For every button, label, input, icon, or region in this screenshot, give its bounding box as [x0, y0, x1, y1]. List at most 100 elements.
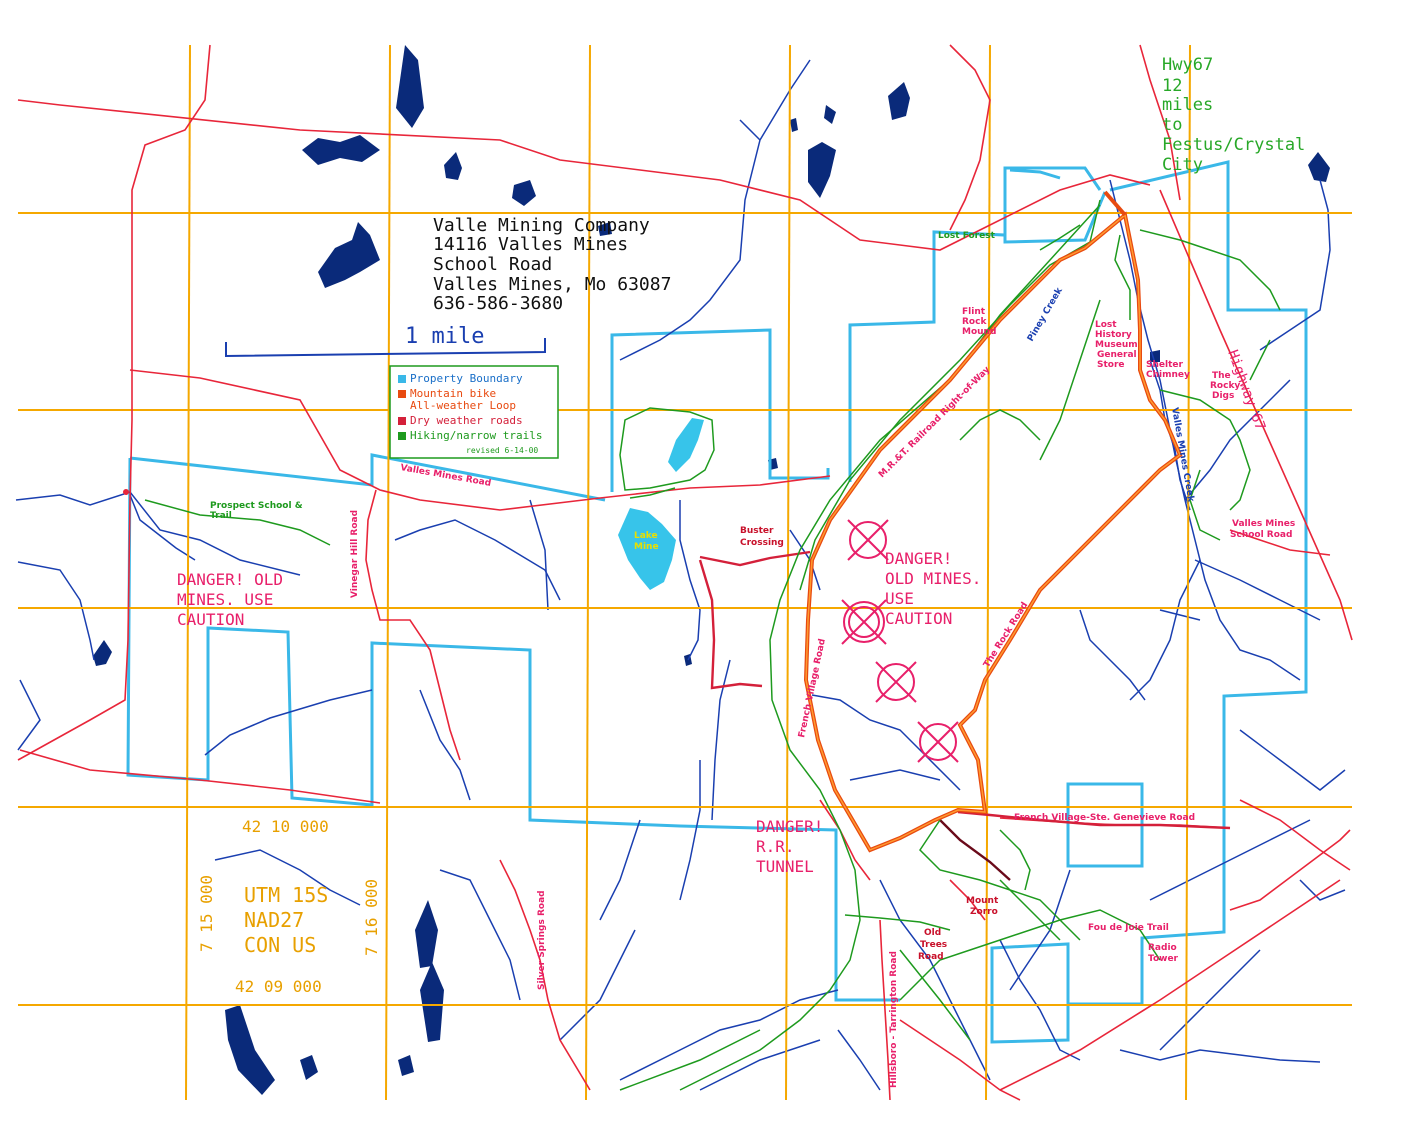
legend: Property Boundary Mountain bike All-weat…: [389, 365, 559, 459]
warning-center-1: DANGER!: [885, 549, 952, 568]
legend-label-trail: Hiking/narrow trails: [410, 429, 542, 442]
hwy-line-1: Hwy67: [1162, 55, 1213, 75]
scale-bar: 1 mile: [225, 324, 546, 358]
warning-center-2: OLD MINES.: [885, 569, 981, 588]
legend-label-bike: Mountain bike: [410, 387, 496, 400]
lakes: [618, 418, 704, 590]
label-zorro-2: Zorro: [970, 907, 998, 917]
hiking-trails: [144, 204, 1281, 1091]
label-buster: Buster: [740, 526, 774, 536]
mine-marker-3: [875, 661, 917, 703]
label-silver-springs: Silver Springs Road: [537, 890, 547, 990]
warning-tunnel-3: TUNNEL: [756, 857, 814, 876]
warning-west: DANGER! OLD MINES. USE CAUTION: [177, 570, 283, 629]
company-address-1: 14116 Valles Mines: [433, 234, 628, 255]
company-name: Valle Mining Company: [433, 215, 650, 236]
legend-label-bike-2: All-weather Loop: [410, 399, 516, 412]
warning-center-4: CAUTION: [885, 609, 952, 628]
label-flint-2: Rock: [962, 317, 987, 327]
warning-tunnel: DANGER! R.R. TUNNEL: [756, 817, 823, 876]
warning-west-2: MINES. USE: [177, 590, 273, 609]
mine-hazard-markers: [841, 519, 959, 763]
utm-block: 42 10 000 42 09 000 7 15 000 7 16 000 UT…: [197, 817, 381, 996]
label-prospect-2: Trail: [210, 511, 232, 521]
label-shelter-2: Chimney: [1146, 370, 1190, 380]
label-rocky-1: The: [1212, 371, 1231, 381]
label-railroad: M.R.&T. Railroad Right-of-Way: [877, 365, 992, 480]
mine-marker-4: [917, 721, 959, 763]
legend-swatch-bike: [398, 390, 406, 398]
label-french-village: French Village Road: [797, 638, 828, 739]
warning-center-3: USE: [885, 589, 914, 608]
hwy-line-5: Festus/Crystal: [1162, 135, 1305, 155]
legend-swatch-property: [398, 375, 406, 383]
dry-weather-roads: [698, 550, 1231, 881]
scale-label: 1 mile: [405, 324, 484, 349]
label-oldtrees-3: Road: [918, 952, 944, 962]
roads: [17, 44, 1353, 1101]
utm-datum: NAD27: [244, 908, 304, 932]
company-phone: 636-586-3680: [433, 293, 563, 314]
label-oldtrees-2: Trees: [920, 940, 947, 950]
label-prospect: Prospect School &: [210, 501, 303, 511]
streams: [15, 59, 1346, 1091]
label-vms-1: Valles Mines: [1232, 519, 1295, 529]
utm-zone: UTM 15S: [244, 883, 328, 907]
legend-swatch-trail: [398, 432, 406, 440]
label-radio-1: Radio: [1148, 943, 1177, 953]
label-lost-3: Museum: [1095, 340, 1138, 350]
label-lost-2: History: [1095, 330, 1132, 340]
label-flint-1: Flint: [962, 307, 986, 317]
hwy-line-4: to: [1162, 115, 1182, 135]
label-buster-2: Crossing: [740, 538, 784, 548]
label-lost-forest: Lost Forest: [938, 231, 996, 241]
mountain-bike-loop: [803, 190, 1183, 853]
label-shelter-1: Shelter: [1146, 360, 1183, 370]
legend-swatch-dry-road: [398, 417, 406, 425]
label-vinegar-hill-road: Vinegar Hill Road: [350, 510, 360, 598]
label-radio-2: Tower: [1148, 954, 1179, 964]
label-fvsg-road: French Village-Ste. Genevieve Road: [1014, 813, 1195, 823]
utm-region: CON US: [244, 933, 316, 957]
highway-note: Hwy67 12 miles to Festus/Crystal City: [1162, 55, 1305, 175]
label-fou-de-joie: Fou de Joie Trail: [1088, 923, 1169, 933]
label-lake-mine-2: Mine: [634, 542, 659, 552]
hwy-line-3: miles: [1162, 95, 1213, 115]
label-lost-1: Lost: [1095, 320, 1117, 330]
utm-grid: [18, 44, 1352, 1101]
mine-marker-1: [847, 519, 889, 561]
water-bodies: [93, 45, 1330, 1095]
legend-label-dry-road: Dry weather roads: [410, 414, 523, 427]
hwy-line-2: 12: [1162, 76, 1182, 96]
label-lost-5: Store: [1097, 360, 1125, 370]
hwy-line-6: City: [1162, 155, 1203, 175]
label-lake-mine: Lake: [634, 531, 658, 541]
label-flint-3: Mound: [962, 327, 996, 337]
warning-center: DANGER! OLD MINES. USE CAUTION: [885, 549, 981, 628]
label-rock-road: The Rock Road: [982, 601, 1030, 670]
legend-revised: revised 6-14-00: [466, 446, 538, 455]
warning-west-1: DANGER! OLD: [177, 570, 283, 589]
label-valles-mines-road: Valles Mines Road: [399, 463, 491, 489]
railroad-right-of-way: [799, 199, 1101, 591]
label-lost-4: General: [1097, 350, 1137, 360]
label-rocky-2: Rocky: [1210, 381, 1240, 391]
west-edge-marker: [123, 489, 129, 495]
property-boundary: [126, 160, 1308, 1044]
utm-north-bottom: 42 09 000: [235, 977, 322, 996]
mine-marker-2: [841, 599, 887, 645]
company-address-3: Valles Mines, Mo 63087: [433, 274, 671, 295]
label-piney-creek: Piney Creek: [1026, 285, 1065, 343]
warning-tunnel-2: R.R.: [756, 837, 795, 856]
warning-tunnel-1: DANGER!: [756, 817, 823, 836]
company-info: Valle Mining Company 14116 Valles Mines …: [433, 215, 671, 314]
label-rocky-3: Digs: [1212, 391, 1234, 401]
company-address-2: School Road: [433, 254, 552, 275]
utm-east-left: 7 15 000: [197, 875, 216, 952]
warning-west-3: CAUTION: [177, 610, 244, 629]
label-zorro-1: Mount: [966, 896, 999, 906]
label-oldtrees-1: Old: [924, 928, 941, 938]
utm-north-top: 42 10 000: [242, 817, 329, 836]
label-vms-2: School Road: [1230, 530, 1292, 540]
